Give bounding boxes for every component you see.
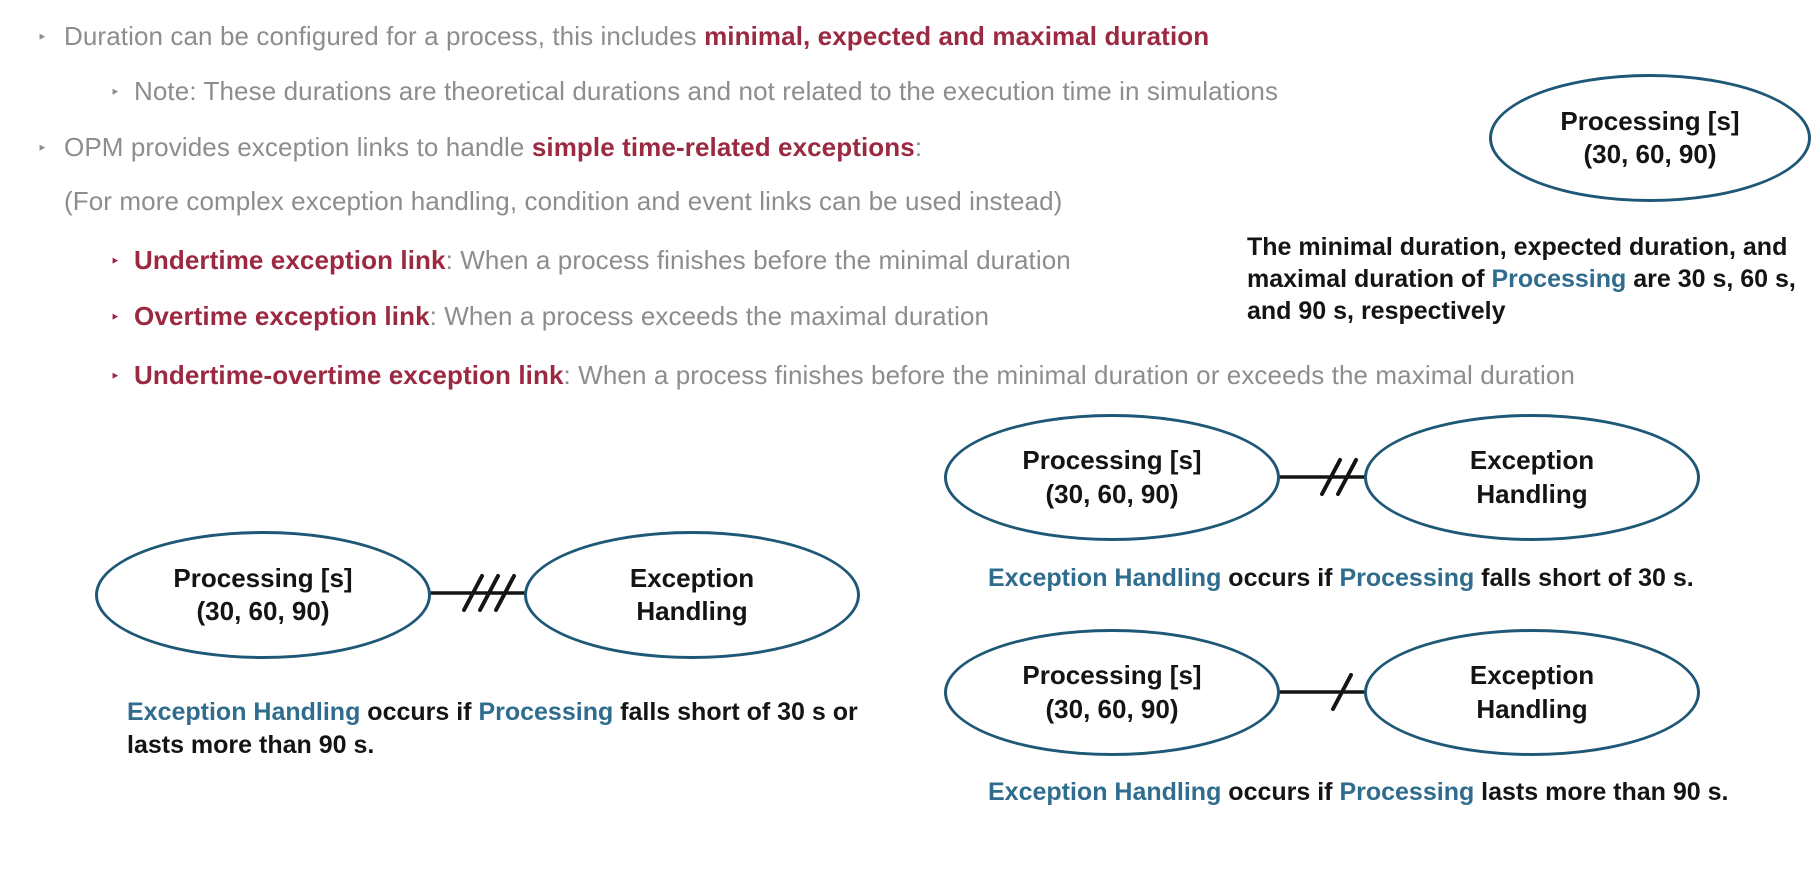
caption-line: Exception Handling occurs if Processing … — [988, 778, 1729, 806]
caption-line: Exception Handling occurs if Processing … — [988, 564, 1694, 592]
bullet-line: ‣ Overtime exception link: When a process… — [110, 301, 989, 332]
undertime-exception-link — [1272, 458, 1368, 496]
handler-name-line1: Exception — [1469, 660, 1595, 691]
bullet-text: (For more complex exception handling, co… — [64, 186, 1063, 216]
diagram-caption: Exception Handling occurs if Processing … — [127, 696, 858, 762]
process-durations: (30, 60, 90) — [1583, 139, 1717, 169]
process-ellipse: Processing [s] (30, 60, 90) — [944, 414, 1280, 541]
caption-line: lasts more than 90 s. — [127, 731, 375, 759]
diagram-caption: Exception Handling occurs if Processing … — [988, 776, 1729, 809]
caption-line: Exception Handling occurs if Processing … — [127, 698, 858, 726]
bullet-line: ‣ Note: These durations are theoretical d… — [110, 76, 1278, 107]
undertime-overtime-exception-link — [425, 574, 530, 612]
exception-handling-ellipse: Exception Handling — [524, 531, 860, 659]
bullet-line: ‣ OPM provides exception links to handle … — [37, 132, 922, 163]
process-durations: (30, 60, 90) — [1045, 693, 1179, 724]
process-name: Processing [s] — [1022, 445, 1202, 476]
diagram-caption: Exception Handling occurs if Processing … — [988, 562, 1694, 595]
process-ellipse: Processing [s] (30, 60, 90) — [1489, 74, 1811, 202]
bullet-line: ‣ Duration can be configured for a proces… — [37, 21, 1209, 52]
bullet-line: ‣ Undertime-overtime exception link: When… — [110, 360, 1575, 391]
exception-handling-ellipse: Exception Handling — [1364, 629, 1700, 756]
bullet-text: Undertime-overtime exception link: When … — [134, 360, 1575, 390]
handler-name-line2: Handling — [1476, 693, 1588, 724]
bullet-marker-icon: ‣ — [37, 139, 48, 158]
reference-note: The minimal duration, expected duration,… — [1247, 233, 1796, 325]
bullet-marker-icon: ‣ — [110, 308, 121, 327]
bullet-line: ‣ Undertime exception link: When a proces… — [110, 245, 1071, 276]
exception-handling-ellipse: Exception Handling — [1364, 414, 1700, 541]
handler-name-line1: Exception — [1469, 445, 1595, 476]
process-name: Processing [s] — [173, 562, 353, 593]
bullet-marker-icon: ‣ — [110, 367, 121, 386]
bullet-text: OPM provides exception links to handle s… — [64, 132, 923, 162]
handler-name-line2: Handling — [636, 596, 748, 626]
bullet-marker-icon: ‣ — [110, 252, 121, 271]
process-ellipse: Processing [s] (30, 60, 90) — [95, 531, 431, 659]
handler-name-line2: Handling — [1476, 478, 1588, 509]
bullet-text: Note: These durations are theoretical du… — [134, 76, 1279, 106]
process-name: Processing [s] — [1022, 660, 1202, 691]
bullet-marker-icon: ‣ — [110, 83, 121, 102]
process-ellipse: Processing [s] (30, 60, 90) — [944, 629, 1280, 756]
bullet-continuation-line: (For more complex exception handling, co… — [64, 186, 1062, 217]
handler-name-line1: Exception — [629, 562, 755, 593]
process-durations: (30, 60, 90) — [1045, 478, 1179, 509]
bullet-text: Overtime exception link: When a process … — [134, 301, 990, 331]
process-durations: (30, 60, 90) — [196, 596, 330, 626]
process-name: Processing [s] — [1560, 105, 1740, 136]
bullet-text: Duration can be configured for a process… — [64, 21, 1210, 51]
overtime-exception-link — [1272, 673, 1368, 711]
bullet-text: Undertime exception link: When a process… — [134, 245, 1071, 275]
bullet-marker-icon: ‣ — [37, 28, 48, 47]
